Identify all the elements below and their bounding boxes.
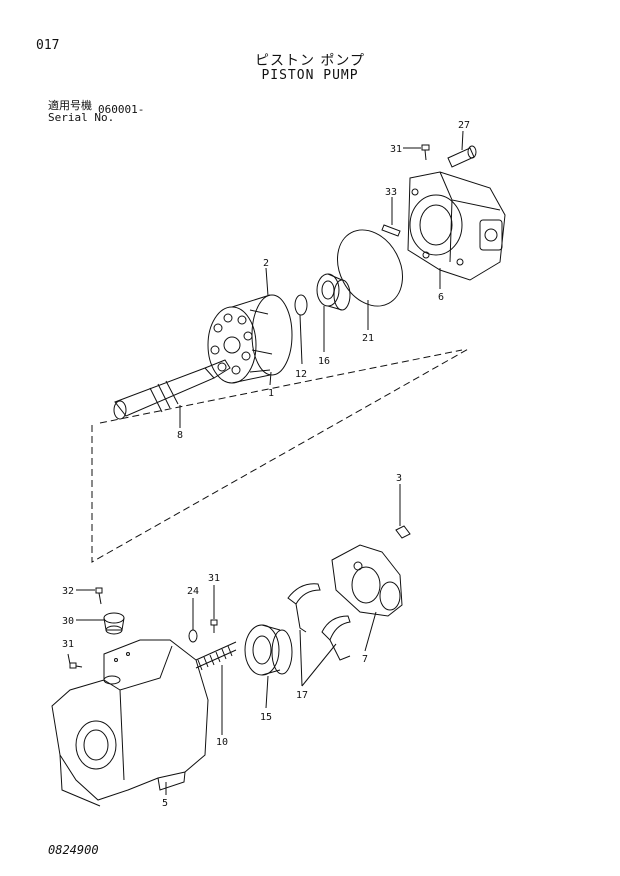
callout-27: 27 (458, 120, 470, 131)
valve-housing-part (407, 171, 506, 281)
callout-32: 32 (62, 586, 74, 597)
document-id: 0824900 (48, 843, 99, 857)
callout-12: 12 (295, 369, 307, 380)
washer-part (188, 629, 198, 643)
pin-part (381, 224, 401, 237)
screw-part (69, 662, 83, 669)
serial-value: 060001- (98, 103, 145, 116)
assembly-guide-line (99, 349, 463, 424)
callout-24: 24 (187, 586, 199, 597)
callout-17: 17 (296, 690, 308, 701)
serial-label: Serial No. (48, 111, 115, 124)
screw-part (95, 587, 103, 605)
callout-33: 33 (385, 187, 397, 198)
callout-15: 15 (260, 712, 272, 723)
page-number: 017 (36, 38, 60, 53)
callout-6: 6 (438, 292, 444, 303)
bolt-part (447, 145, 477, 168)
callout-31-top: 31 (390, 144, 402, 155)
callout-31-low: 31 (62, 639, 74, 650)
screw-part (421, 144, 430, 161)
page-title: PISTON PUMP (261, 68, 359, 83)
leader-lines (67, 130, 464, 795)
swash-plate-part (331, 544, 403, 617)
bearing-part (316, 273, 351, 311)
snap-ring-part (294, 294, 308, 316)
callout-1: 1 (268, 388, 274, 399)
callout-10: 10 (216, 737, 228, 748)
callout-16: 16 (318, 356, 330, 367)
assembly-guide-line (91, 347, 471, 563)
serial-label-japanese: 適用号機 (48, 99, 92, 112)
callout-5: 5 (162, 798, 168, 809)
callout-31-mid: 31 (208, 573, 220, 584)
screw-part (210, 619, 218, 633)
cylinder-block-part (207, 294, 293, 384)
page-title-japanese: ピストン ポンプ (254, 53, 366, 69)
callout-21: 21 (362, 333, 374, 344)
shaft-part (113, 359, 231, 420)
plug-part (103, 612, 125, 635)
o-ring-part (337, 229, 403, 307)
support-part (287, 583, 351, 661)
callout-7: 7 (362, 654, 368, 665)
spring-part (195, 641, 237, 671)
pump-casing-part (51, 639, 209, 807)
callout-30: 30 (62, 616, 74, 627)
bearing-part (244, 624, 293, 676)
stopper-part (395, 525, 411, 539)
callout-3: 3 (396, 473, 402, 484)
callout-8: 8 (177, 430, 183, 441)
callout-2: 2 (263, 258, 269, 269)
